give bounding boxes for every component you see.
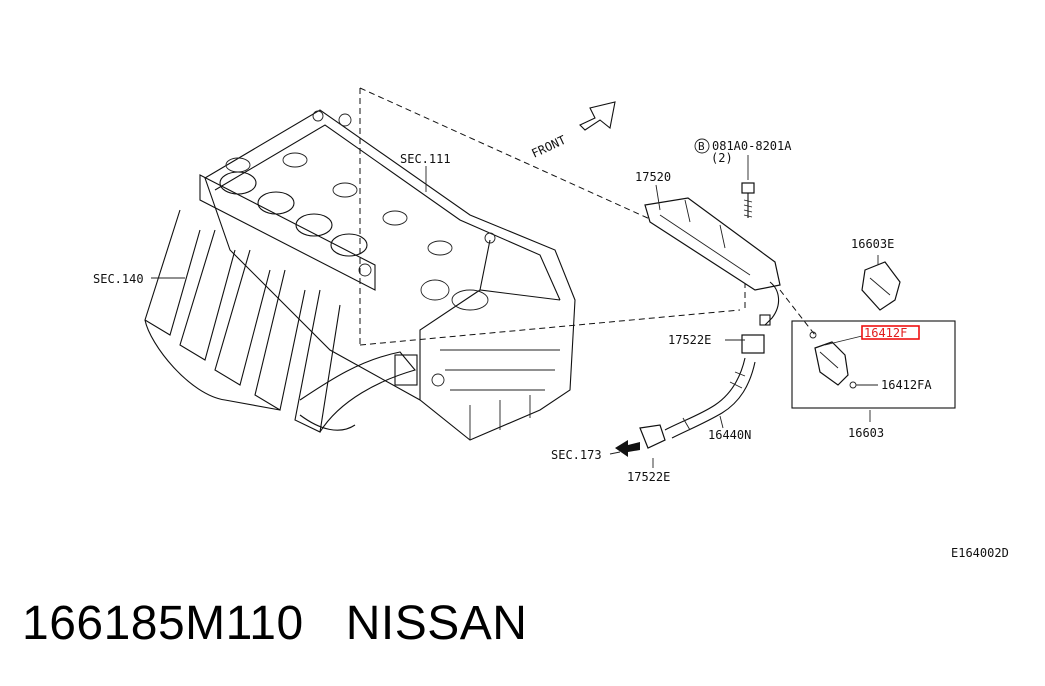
front-arrow xyxy=(579,101,616,131)
caption: 166185M110 NISSAN xyxy=(22,596,569,651)
bolt-marker-icon: B xyxy=(694,138,710,154)
leader-lines xyxy=(151,166,871,468)
bolt xyxy=(741,155,755,218)
fuel-rail xyxy=(644,197,781,326)
label-ref-code: E164002D xyxy=(951,546,1009,560)
part-number: 166185M110 xyxy=(22,597,304,650)
label-16603: 16603 xyxy=(848,426,884,440)
label-sec173: SEC.173 xyxy=(551,448,602,462)
engine-head xyxy=(204,109,576,441)
sec173-arrow xyxy=(615,440,640,457)
clip-16603E xyxy=(861,255,901,311)
svg-text:B: B xyxy=(698,140,705,153)
label-16440N: 16440N xyxy=(708,428,751,442)
brand-name: NISSAN xyxy=(345,597,528,650)
label-bolt-code: 081A0-8201A xyxy=(712,139,792,153)
intake-manifold xyxy=(144,171,418,433)
label-front: FRONT xyxy=(529,133,568,161)
label-17520: 17520 xyxy=(635,170,671,184)
label-sec140: SEC.140 xyxy=(93,272,144,286)
label-16412F: 16412F xyxy=(864,326,907,340)
label-bolt-qty: (2) xyxy=(711,151,733,165)
label-17522E-bottom: 17522E xyxy=(627,470,670,484)
label-16603E: 16603E xyxy=(851,237,894,251)
label-16412FA: 16412FA xyxy=(881,378,932,392)
injector-assembly xyxy=(779,289,956,409)
label-sec111: SEC.111 xyxy=(400,152,451,166)
label-17522E-top: 17522E xyxy=(668,333,711,347)
highlight-box xyxy=(861,325,920,340)
fuel-hose xyxy=(639,334,765,449)
